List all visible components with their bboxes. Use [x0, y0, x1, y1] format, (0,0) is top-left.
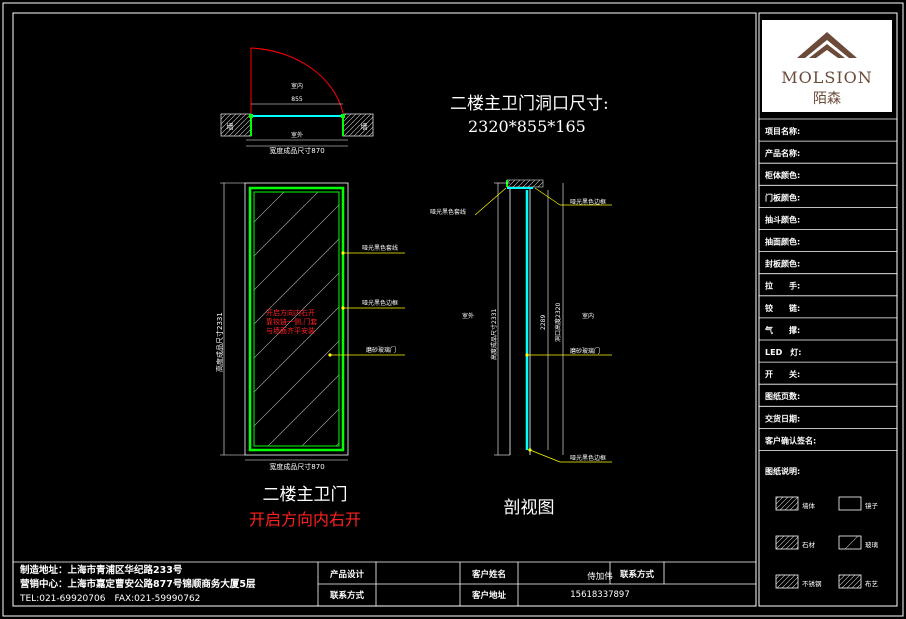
section-indoor-label: 室内	[582, 312, 594, 320]
legend-label: 不锈钢	[802, 579, 822, 588]
section-callout-top-left: 哑光黑色套线	[430, 208, 466, 216]
section-callout-top-right: 哑光黑色边框	[570, 198, 606, 206]
section-title: 二楼主卫门洞口尺寸:	[450, 94, 609, 114]
title-block-field-label: 抽面颜色:	[765, 237, 800, 247]
section-hole-height: 洞口高度2320	[554, 303, 562, 342]
brand-name: MOLSION	[781, 68, 873, 87]
plan-wall-right: 墙	[361, 122, 368, 131]
plan-indoor-label: 室内	[291, 82, 303, 90]
elevation-note: 开启方向内右开 靠铰链一侧,门套 与墙面齐平安装	[266, 308, 319, 335]
title-block-field-label: 气 撑:	[764, 325, 800, 335]
footer-sales: 营销中心：上海市嘉定曹安公路877号锦顺商务大厦5层	[20, 578, 256, 590]
legend-title: 图纸说明:	[765, 466, 800, 476]
footer-contact-label: 联系方式	[330, 590, 365, 601]
plan-overall-width: 宽度成品尺寸870	[269, 146, 324, 155]
elevation-title: 二楼主卫门	[263, 485, 348, 505]
legend-label: 石材	[802, 540, 816, 549]
section-height-label: 高度成品尺寸2331	[490, 309, 498, 360]
legend-label: 布艺	[865, 579, 879, 588]
callout-cover: 哑光黑色套线	[362, 244, 398, 252]
footer-designer-label: 产品设计	[330, 569, 365, 580]
callout-frame: 哑光黑色边框	[362, 299, 398, 307]
open-direction: 开启方向内右开	[249, 510, 361, 529]
door-section	[474, 179, 612, 463]
title-block-field-label: 图纸页数:	[765, 391, 800, 401]
plan-view	[220, 47, 374, 147]
section-callout-bottom: 哑光黑色边框	[570, 454, 606, 462]
brand-name-cn: 陌森	[813, 91, 841, 107]
brand-logo-mark	[797, 32, 857, 58]
title-block-rows: 项目名称: 产品名称: 柜体颜色: 门板颜色: 抽斗颜色: 抽面颜色: 封板颜色: 拉 手: 铰…	[759, 118, 897, 451]
footer-tel: TEL:021-69920706 FAX:021-59990762	[19, 594, 200, 604]
footer-address: 制造地址：上海市青浦区华纪路233号	[20, 564, 183, 576]
callout-glass: 磨砂玻璃门	[366, 346, 396, 354]
title-block-field-label: 交货日期:	[765, 413, 800, 423]
title-block-field-label: 拉 手:	[765, 281, 800, 291]
title-block-field-label: 柜体颜色:	[764, 170, 800, 180]
plan-opening-width: 855	[291, 96, 303, 103]
legend-swatch	[838, 496, 862, 511]
section-dim-2289: 2289	[540, 315, 547, 330]
section-view-label: 剖视图	[504, 498, 555, 518]
title-block-field-label: 开 关:	[765, 369, 800, 379]
title-block-field-label: 铰 链:	[765, 303, 800, 313]
footer-client-contact-label: 联系方式	[620, 569, 655, 580]
title-block-field-label: LED 灯:	[765, 347, 801, 357]
legend-swatch	[775, 574, 799, 589]
footer-grid	[13, 561, 756, 606]
inner-border	[12, 12, 757, 607]
plan-outdoor-label: 室外	[291, 131, 303, 139]
footer-client-name-label: 客户姓名	[471, 569, 506, 580]
footer-client-address-label: 客户地址	[471, 590, 507, 601]
legend-swatch	[775, 535, 799, 550]
legend-label: 墙体	[802, 501, 816, 510]
footer-client-name: 侍加伟	[587, 571, 613, 582]
legend-swatch	[775, 496, 799, 511]
plan-wall-left: 墙	[227, 122, 234, 131]
section-dims: 2320*855*165	[468, 117, 586, 136]
footer-client-phone: 15618337897	[570, 590, 630, 600]
legend-label: 玻璃	[865, 540, 879, 549]
legend-swatch	[838, 535, 862, 550]
door-elevation	[220, 182, 405, 461]
section-outdoor-label: 室外	[462, 312, 474, 320]
section-callout-glass: 磨砂玻璃门	[570, 347, 600, 355]
title-block-field-label: 封板颜色:	[765, 259, 800, 269]
title-block-border	[758, 12, 898, 607]
title-block-field-label: 项目名称:	[765, 126, 800, 136]
title-block-field-label: 门板颜色:	[765, 192, 800, 202]
legend-swatch	[838, 574, 862, 589]
title-block-field-label: 抽斗颜色:	[765, 214, 800, 224]
title-block-field-label: 产品名称:	[765, 148, 800, 158]
elevation-width-label: 宽度成品尺寸870	[269, 462, 324, 471]
title-block-field-label: 客户确认签名:	[764, 435, 816, 445]
elevation-height-label: 高度成品尺寸2331	[215, 312, 224, 372]
legend-label: 镜子	[865, 501, 879, 510]
